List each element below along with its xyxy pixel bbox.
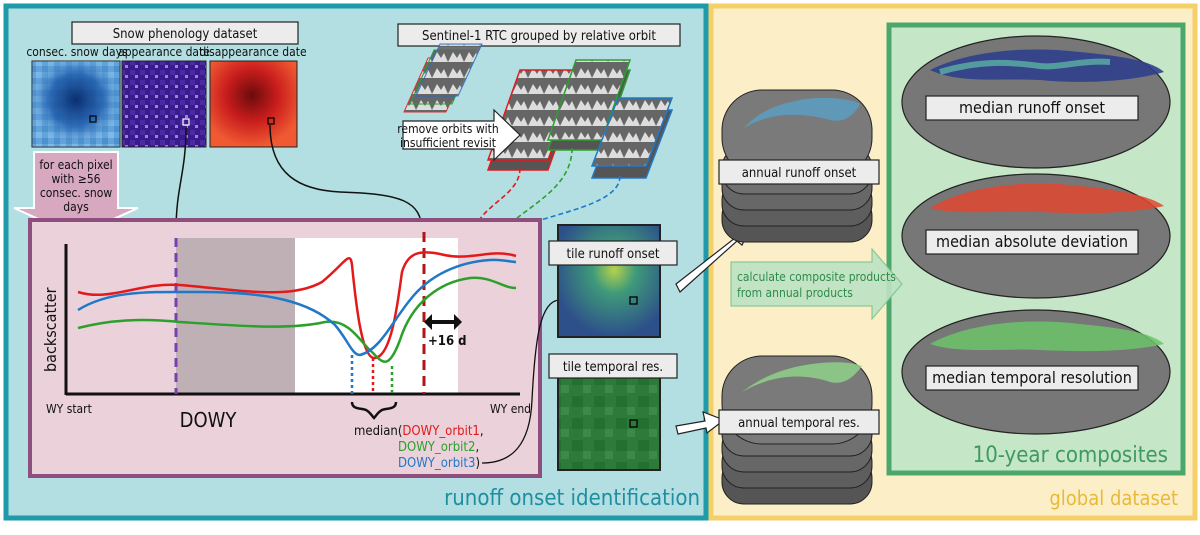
tile-temporal-res-box xyxy=(548,353,678,379)
pixel-note-line-1: for each pixel xyxy=(39,158,112,172)
mad-label: median absolute deviation xyxy=(936,232,1128,251)
sixteen-day-arrow xyxy=(424,314,462,330)
sentinel-stack-orbit2 xyxy=(546,59,632,151)
annual-temporal-res-box xyxy=(718,409,880,435)
x-axis-label: DOWY xyxy=(180,408,238,432)
tile-temporal-res-label: tile temporal res. xyxy=(563,360,663,375)
disappearance-date-label: disappearance date xyxy=(199,45,307,59)
orbit1-series xyxy=(77,251,517,360)
median-brace xyxy=(350,401,398,420)
median-to-tile-connector xyxy=(481,299,630,464)
consec-snow-days-map xyxy=(31,60,121,148)
sentinel-title-box xyxy=(397,23,681,47)
annual-runoff-onset-label: annual runoff onset xyxy=(742,166,857,181)
sentinel-title: Sentinel-1 RTC grouped by relative orbit xyxy=(422,29,656,44)
calculate-composites-arrow xyxy=(730,247,903,321)
calc-note-line-2: from annual products xyxy=(737,286,853,300)
appearance-date-map xyxy=(121,60,207,148)
orbit3-dashed-arrow xyxy=(494,175,621,251)
median-temporal-resolution-label: median temporal resolution xyxy=(932,368,1132,387)
runoff-onset-identification-label: runoff onset identification xyxy=(444,486,700,511)
temporal-to-annual-arrow xyxy=(675,411,726,435)
remove-orbits-line-1: remove orbits with xyxy=(397,122,498,136)
median-expression-line-1: median(DOWY_orbit1, xyxy=(354,424,484,439)
median-runoff-onset-box xyxy=(925,95,1139,121)
sentinel-stack-small xyxy=(403,43,483,113)
mad-box xyxy=(925,229,1139,255)
snow-season-shading xyxy=(176,238,295,394)
median-temporal-resolution-box xyxy=(925,365,1139,391)
annual-temporal-res-label: annual temporal res. xyxy=(738,416,860,431)
median-expression-line-2: DOWY_orbit2, xyxy=(398,440,479,455)
median-runoff-onset-label: median runoff onset xyxy=(959,98,1105,117)
y-axis-label: backscatter xyxy=(41,287,60,372)
orbit2-series xyxy=(77,276,517,363)
annual-runoff-onset-box xyxy=(718,159,880,185)
snow-dataset-title-box xyxy=(71,21,299,45)
melt-window xyxy=(295,238,458,394)
ten-year-composites-label: 10-year composites xyxy=(973,443,1168,468)
tile-runoff-onset-label: tile runoff onset xyxy=(567,247,660,262)
appearance-date-label: appearance date xyxy=(118,45,210,59)
remove-orbits-arrow xyxy=(402,108,521,162)
pixel-note-line-3: consec. snow xyxy=(40,186,113,200)
median-expression-line-3: DOWY_orbit3) xyxy=(398,456,480,471)
sixteen-day-label: +16 d xyxy=(428,334,467,349)
calc-note-line-1: calculate composite products xyxy=(737,270,896,284)
disappearance-date-map xyxy=(209,60,298,148)
pixel-note-line-4: days xyxy=(63,200,89,214)
orbit3-series xyxy=(77,258,517,357)
global-dataset-label: global dataset xyxy=(1049,486,1178,510)
snow-dataset-title: Snow phenology dataset xyxy=(113,27,258,42)
remove-orbits-line-2: insufficient revisit xyxy=(400,136,496,150)
pixel-note-line-2: with ≥56 xyxy=(51,172,100,186)
disappearance-connector xyxy=(269,124,428,235)
consec-snow-days-label: consec. snow days xyxy=(26,45,128,59)
tile-runoff-onset-box xyxy=(548,240,678,266)
wy-end-label: WY end xyxy=(490,402,531,416)
sentinel-stack-orbit3 xyxy=(590,97,674,179)
wy-start-label: WY start xyxy=(46,402,92,416)
